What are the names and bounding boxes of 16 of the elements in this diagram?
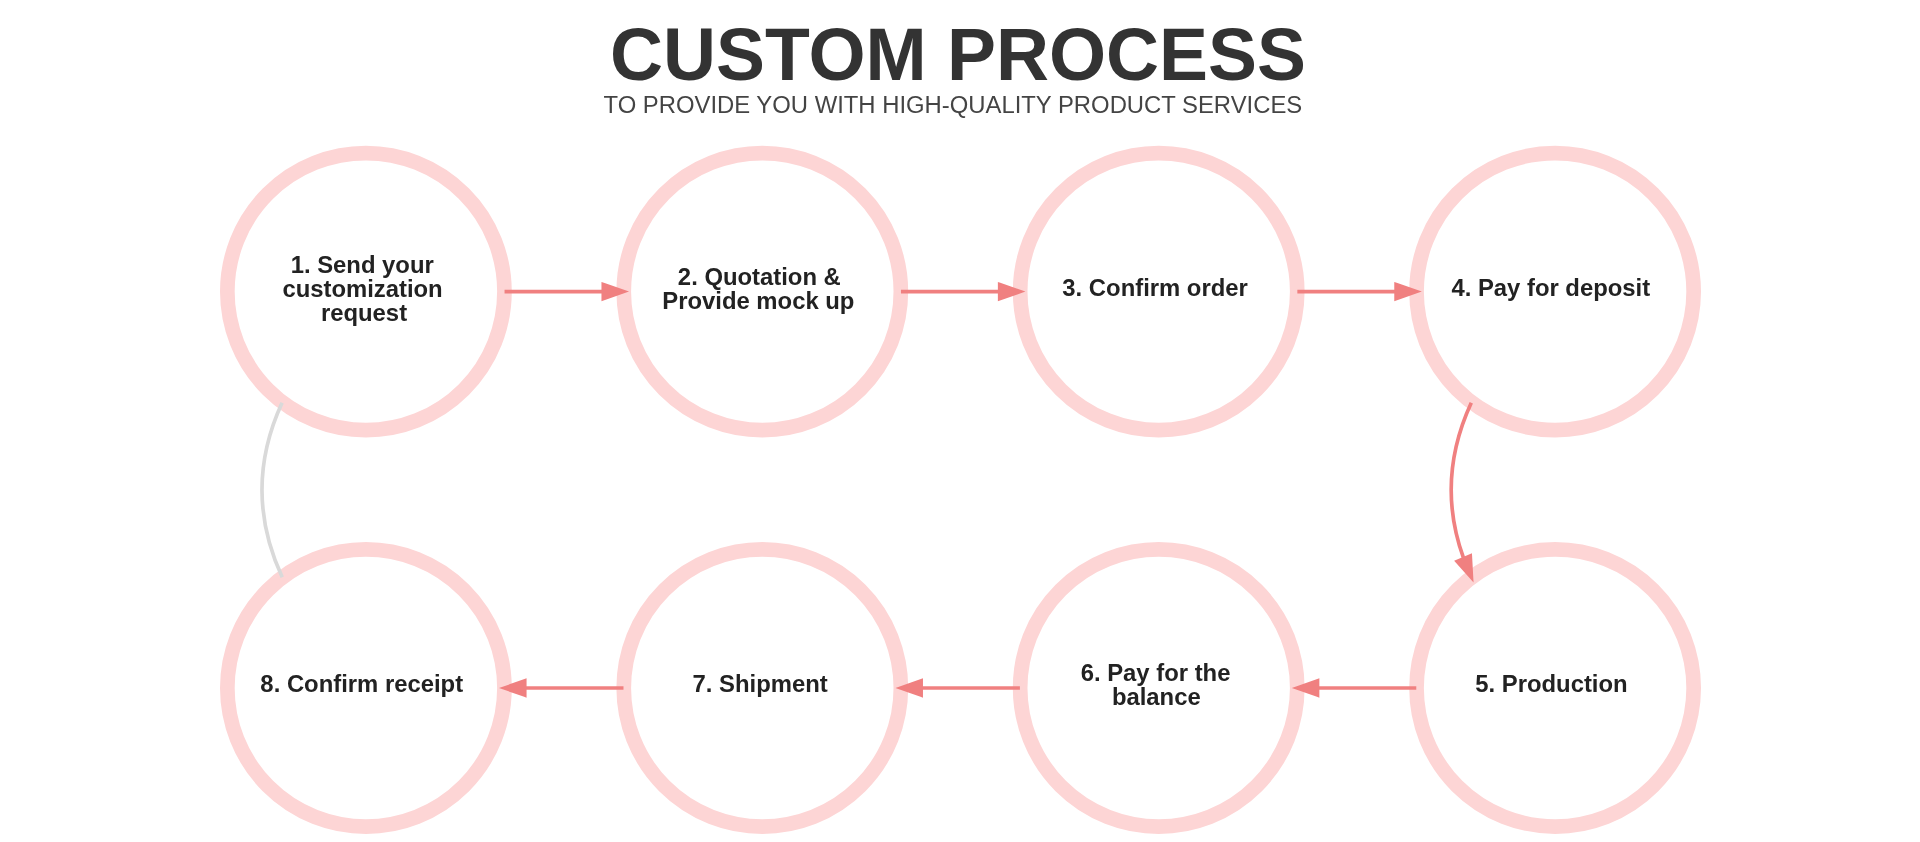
arrow — [498, 678, 623, 698]
arrow — [504, 281, 629, 302]
node-circle: 5. Production — [1408, 542, 1701, 834]
node-circle: 6. Pay for the balance — [1012, 542, 1305, 834]
node-circle: 4. Pay for deposit — [1408, 145, 1701, 438]
node-circle: 3. Confirm order — [1012, 145, 1305, 438]
arrow — [1296, 281, 1422, 302]
node-circle: 1. Send your customization request — [219, 145, 512, 438]
node-circle: 7. Shipment — [615, 542, 908, 834]
node-circle: 8. Confirm receipt — [219, 542, 512, 834]
arrow — [1291, 678, 1416, 698]
arrow — [894, 678, 1020, 698]
arrow — [900, 281, 1025, 302]
connector — [259, 401, 284, 578]
node-circle: 2. Quotation & Provide mock up — [615, 145, 908, 438]
arrow — [1448, 401, 1474, 583]
